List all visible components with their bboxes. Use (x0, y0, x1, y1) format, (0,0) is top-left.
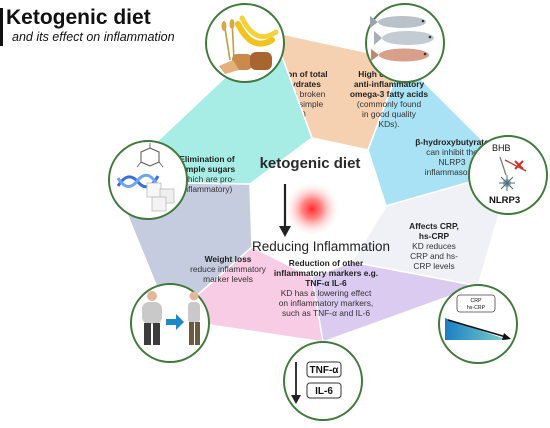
markers-reduction-icon: TNF-α IL-6 (283, 341, 363, 421)
down-arrow (279, 184, 291, 237)
title-accent-bar (0, 8, 3, 46)
segment-crp-text: Affects CRP, (409, 221, 459, 231)
segment-bhb-text: β-hydroxybutyrate (415, 137, 489, 147)
segment-omega3-text: (commonly found (357, 99, 422, 109)
segment-weight-text: reduce inflammatory (190, 264, 267, 274)
weight-loss-icon (130, 283, 210, 363)
fish-icon (365, 3, 445, 83)
segment-crp-text: hs-CRP (419, 231, 450, 241)
segment-weight-text: Weight loss (205, 254, 252, 264)
page-subtitle: and its effect on inflammation (12, 30, 175, 44)
segment-carbohydrates-text: Reduction of total (256, 69, 327, 79)
hscrp-legend-label: hs-CRP (467, 305, 486, 311)
segment-weight-text: marker levels (203, 274, 253, 284)
segment-omega3-text: KDs). (379, 119, 400, 129)
inflammation-glow (284, 181, 340, 237)
crp-legend-label: CRP (471, 298, 482, 304)
segment-omega3-text: in good quality (362, 109, 417, 119)
inflammasome-shape (499, 175, 515, 191)
segment-sugars-text: (which are pro- (179, 174, 235, 184)
segment-bhb-text: NLRP3 (439, 157, 466, 167)
segment-crp-text: CRP levels (413, 261, 454, 271)
segment-sugars-text: inflammatory) (182, 184, 233, 194)
segment-omega3-text: anti-inflammatory (354, 79, 425, 89)
segment-markers-text: KD has a lowering effect (281, 288, 372, 298)
simple-sugars-icon (108, 140, 188, 220)
segment-markers-text: Reduction of other (289, 258, 364, 268)
il6-label: IL-6 (315, 386, 333, 397)
segment-sugars-text: Elimination of (179, 154, 235, 164)
tnf-label: TNF-α (310, 365, 340, 376)
nlrp3-inhibition-icon: BHB NLRP3 (468, 135, 548, 215)
outcome-label: Reducing Inflammation (252, 239, 390, 254)
page-title: Ketogenic diet (6, 6, 151, 29)
crp-chart-icon: CRP hs-CRP (438, 284, 518, 364)
segment-omega3-text: omega-3 fatty acids (350, 89, 429, 99)
segment-crp-text: CRP and hs- (410, 251, 458, 261)
segment-sugars-text: simple sugars (179, 164, 236, 174)
segment-markers-text: on inflammatory markers, (279, 298, 373, 308)
segment-bhb-text: can inhibit the (426, 147, 478, 157)
center-label: ketogenic diet (260, 155, 361, 172)
segment-markers-text: such as TNF-α and IL-6 (282, 308, 370, 318)
bhb-label: BHB (492, 143, 511, 153)
nlrp3-label: NLRP3 (489, 195, 520, 206)
carbs-icon (205, 3, 285, 83)
segment-bhb-text: inflammasome (425, 167, 480, 177)
segment-markers-text: TNF-α IL-6 (305, 278, 347, 288)
segment-markers-text: inflammatory markers e.g. (274, 268, 378, 278)
segment-crp-text: KD reduces (412, 241, 456, 251)
